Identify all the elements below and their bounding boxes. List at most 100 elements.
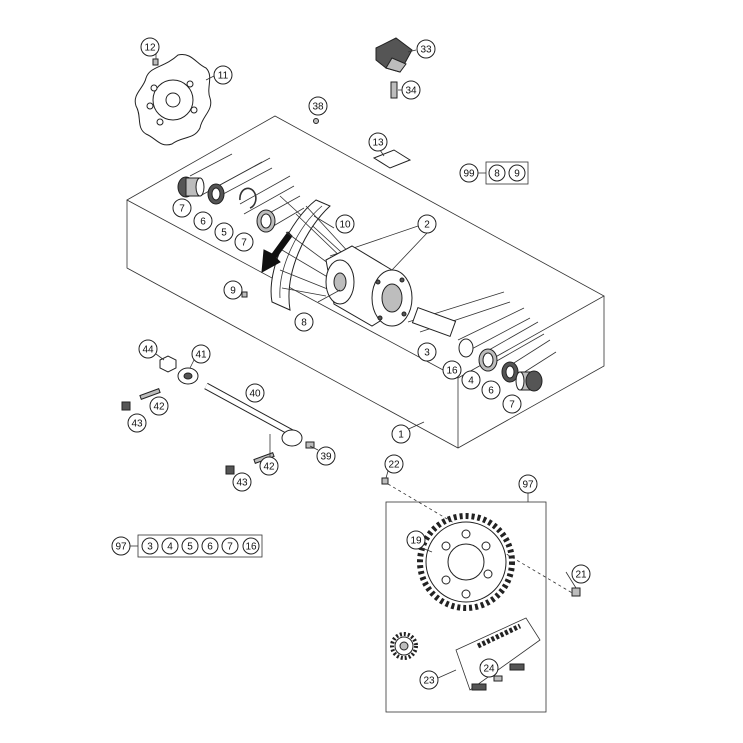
callout-circle: [234, 232, 254, 252]
right-distance-bushing-part: [515, 370, 543, 392]
kit-99-callout: 99 8 9: [459, 161, 529, 185]
kit-99-item: 8: [494, 169, 500, 180]
callout-number: 5: [221, 228, 227, 239]
rotation-direction-arrow: [261, 231, 293, 273]
callout-circle: [417, 214, 437, 234]
callout-circle: [232, 472, 252, 492]
leader-lines: [189, 153, 557, 381]
callout-number: 38: [312, 102, 324, 113]
callout-circle: [214, 222, 234, 242]
callout-circle: [406, 530, 426, 550]
callout-circle: [442, 360, 462, 380]
callout-circle: [140, 37, 160, 57]
left-bearing-part: [256, 209, 276, 233]
callout-number: 2: [424, 220, 430, 231]
chain-joint-part: [471, 663, 525, 691]
callout-circle: [518, 474, 538, 494]
callout-number: 41: [195, 350, 207, 361]
kit-97-item: 5: [187, 542, 193, 553]
callout-circle: [316, 446, 336, 466]
callout-circle: [223, 280, 243, 300]
callout-circle: [502, 394, 522, 414]
guide-screw-part: [390, 81, 398, 99]
front-sprocket-part: [390, 632, 418, 660]
callout-number: 24: [483, 664, 495, 675]
adjuster-nut-part-upper: [121, 401, 131, 411]
callout-number: 42: [263, 462, 275, 473]
callout-labels: 1234567891011121316192122232433343839404…: [127, 37, 591, 690]
callout-circle: [384, 454, 404, 474]
callout-circle: [417, 342, 437, 362]
callout-circle: [294, 312, 314, 332]
kit-97-item: 16: [245, 542, 257, 553]
sticker-part: [372, 149, 412, 169]
callout-number: 1: [398, 430, 404, 441]
spoke-nipple-part: [241, 291, 248, 298]
callout-circle: [368, 132, 388, 152]
callout-number: 3: [424, 348, 430, 359]
callout-circle: [416, 39, 436, 59]
callout-circle: [461, 370, 481, 390]
axle-screw-part: [305, 441, 315, 449]
callout-circle: [259, 456, 279, 476]
callout-number: 43: [131, 419, 143, 430]
callout-circle: [172, 198, 192, 218]
callout-circle: [138, 339, 158, 359]
left-circlip-part: [239, 187, 257, 209]
kit-97-item: 3: [147, 542, 153, 553]
right-shaft-seal-part: [501, 361, 519, 383]
callout-number: 11: [218, 71, 229, 82]
callout-number: 40: [249, 389, 261, 400]
rim-part: [270, 199, 331, 311]
small-screw-part: [313, 118, 319, 124]
chain-adjuster-part: [177, 367, 199, 385]
callout-number: 8: [301, 318, 307, 329]
callout-number: 10: [339, 220, 351, 231]
callout-circle: [391, 424, 411, 444]
rear-sprocket-part: [417, 513, 515, 611]
callout-circle: [308, 96, 328, 116]
callout-circle: [571, 564, 591, 584]
callout-number: 23: [423, 676, 435, 687]
chain-part: [455, 617, 541, 691]
right-spacer-part: [411, 307, 457, 337]
kit-97-label: 97: [115, 542, 127, 553]
callout-number: 19: [410, 536, 422, 547]
callout-number: 7: [509, 400, 515, 411]
callout-circle: [401, 80, 421, 100]
callout-circle: [245, 383, 265, 403]
wheel-axle-part: [204, 382, 303, 447]
callout-number: 39: [320, 452, 332, 463]
callout-number: 33: [420, 45, 432, 56]
left-shaft-seal-part: [207, 183, 225, 205]
sprocket-kit-outline: [385, 492, 547, 713]
right-bearing-part: [478, 348, 498, 372]
rear-hub-part: [325, 245, 413, 327]
brake-disc-part: [134, 54, 212, 146]
callout-circle: [213, 65, 233, 85]
callout-number: 16: [446, 366, 458, 377]
sprocket-nut-part: [571, 587, 581, 597]
callout-circle: [419, 670, 439, 690]
kit-99-item: 9: [514, 169, 520, 180]
callout-number: 7: [179, 204, 185, 215]
callout-number: 12: [144, 43, 156, 54]
callout-circle: [479, 658, 499, 678]
callout-circle: [481, 380, 501, 400]
callout-number: 44: [142, 345, 154, 356]
adjuster-nut-part-lower: [225, 465, 235, 475]
kit-97-item: 6: [207, 542, 213, 553]
chain-guide-part: [375, 37, 413, 73]
callout-number: 13: [372, 138, 384, 149]
disc-screw-part: [152, 58, 159, 66]
callout-number: 6: [200, 217, 206, 228]
kit-99-label: 99: [463, 169, 475, 180]
adjuster-screw-part-upper: [139, 388, 161, 400]
callout-number: 7: [241, 238, 247, 249]
left-distance-bushing-part: [177, 176, 205, 198]
callout-circle: [193, 211, 213, 231]
callout-number: 97: [522, 480, 534, 491]
callout-circle: [149, 396, 169, 416]
